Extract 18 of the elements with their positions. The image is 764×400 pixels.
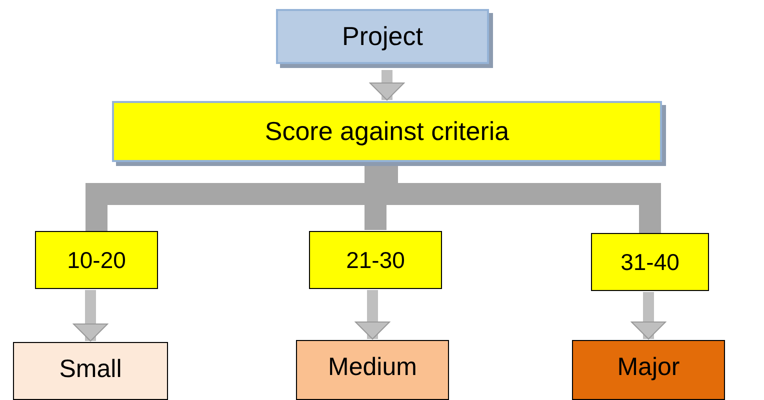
- block-arrow: [355, 290, 390, 340]
- range-box: [35, 231, 158, 289]
- category-box: [296, 340, 449, 400]
- node-label: Major: [617, 353, 680, 382]
- node-label: Project: [342, 21, 423, 52]
- category-box: [572, 340, 725, 400]
- range-box: [309, 231, 442, 289]
- node-label: 10-20: [67, 246, 126, 274]
- category-box: [13, 342, 168, 400]
- node-label: 31-40: [620, 248, 680, 276]
- node-label: Medium: [328, 353, 417, 382]
- block-arrow: [370, 70, 404, 100]
- node-label: Score against criteria: [264, 116, 510, 147]
- block-arrow: [631, 292, 666, 340]
- node-label: Small: [59, 355, 122, 384]
- range-box: [591, 233, 709, 291]
- connector-line: [364, 163, 386, 230]
- node-label: 21-30: [346, 246, 405, 274]
